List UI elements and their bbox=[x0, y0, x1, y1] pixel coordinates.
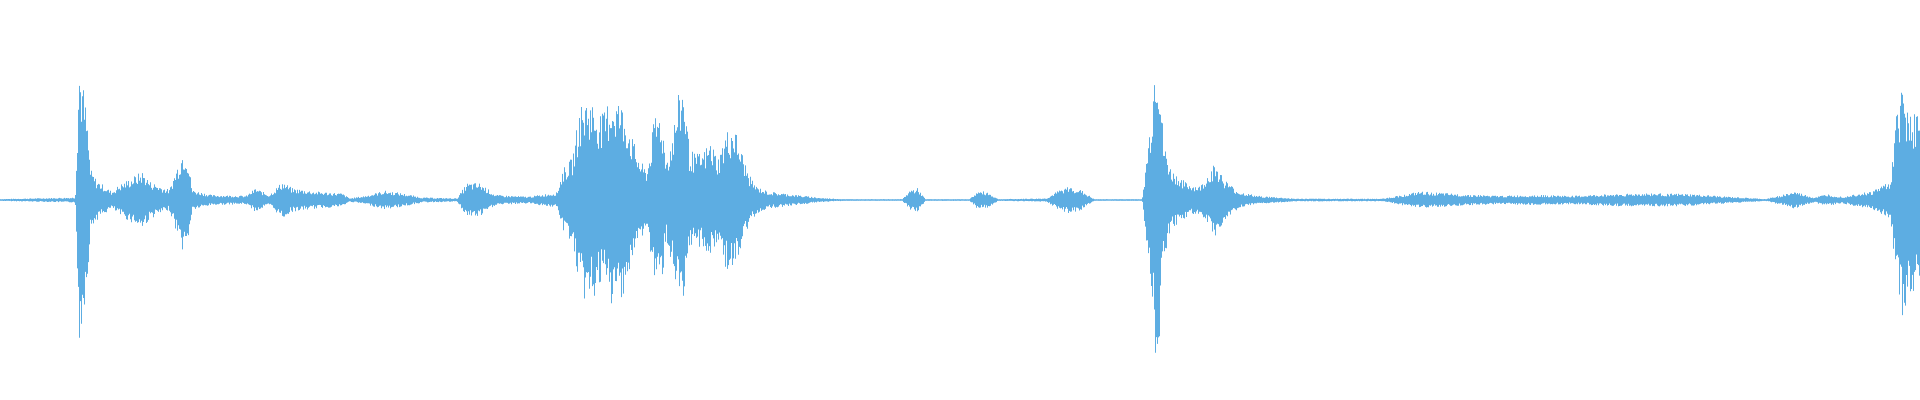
waveform-trace bbox=[0, 85, 1920, 353]
